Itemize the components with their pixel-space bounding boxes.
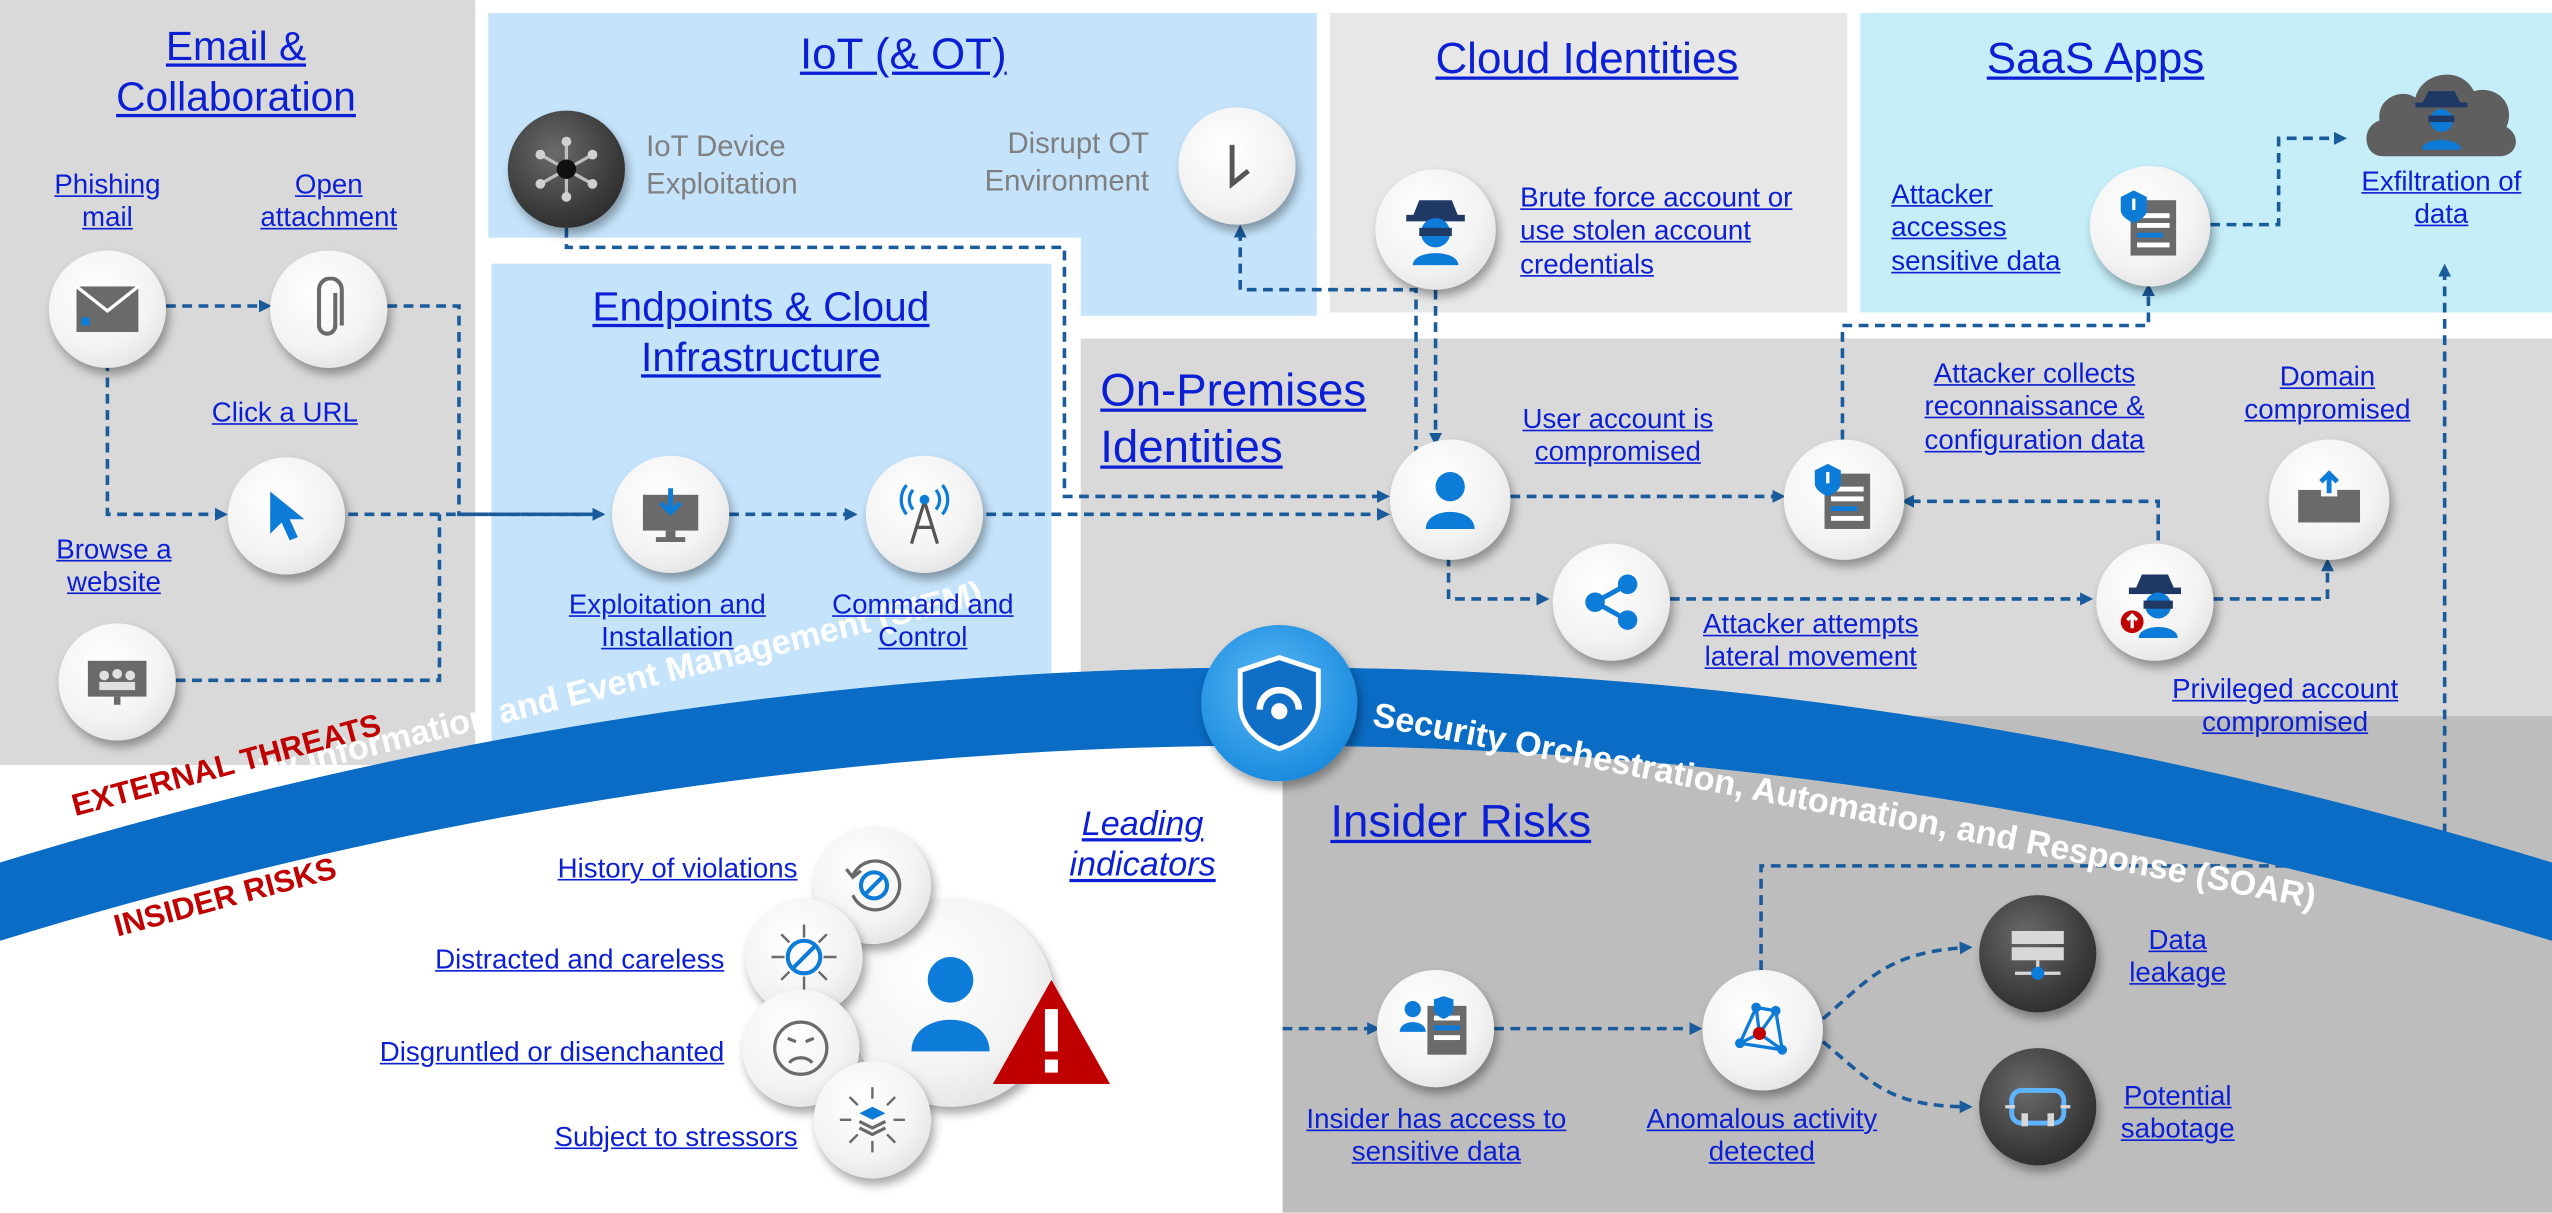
- broken-link-icon: [2005, 1088, 2071, 1127]
- hacker-icon: [1406, 200, 1465, 266]
- domain-compromised-node: [2268, 439, 2390, 560]
- data-leakage-label: Data leakage: [2129, 924, 2227, 989]
- anomalous-node: [1702, 970, 1823, 1091]
- user-compromised-node: [1389, 439, 1511, 560]
- cloud-identities-title: Cloud Identities: [1435, 34, 1739, 84]
- browse-website-node: [58, 623, 176, 741]
- attacker-accesses-label: Attacker accesses sensitive data: [1891, 179, 2061, 277]
- network-hub-icon: [535, 136, 598, 202]
- document-alert-icon: [1814, 463, 1871, 529]
- click-url-node: [227, 457, 346, 575]
- command-control-label: Command and Control: [832, 589, 1014, 654]
- insider-title: Insider Risks: [1330, 795, 1592, 847]
- exfiltration-cloud: [2360, 55, 2523, 162]
- recon-label: Attacker collects reconnaissance & confi…: [1924, 358, 2145, 456]
- gauge-icon: [1229, 144, 1250, 189]
- saas-panel: [1860, 13, 2552, 313]
- sensitive-document-icon: [2120, 190, 2177, 256]
- iot-panel-extension: [1080, 237, 1317, 316]
- user-compromised-label: User account is compromised: [1522, 403, 1714, 468]
- stressors-label: Subject to stressors: [554, 1121, 798, 1153]
- disrupt-ot-label: Disrupt OT Environment: [984, 126, 1150, 198]
- open-attachment-label: Open attachment: [260, 169, 398, 234]
- privileged-account-label: Privileged account compromised: [2172, 673, 2399, 738]
- phishing-mail-label: Phishing mail: [54, 169, 161, 234]
- click-url-label: Click a URL: [211, 397, 358, 429]
- history-label: History of violations: [557, 852, 798, 884]
- data-leakage-node: [1979, 895, 2097, 1013]
- anomalous-label: Anomalous activity detected: [1646, 1103, 1878, 1168]
- phishing-mail-node: [48, 250, 167, 368]
- exploitation-label: Exploitation and Installation: [568, 589, 766, 654]
- insider-access-node: [1376, 970, 1495, 1088]
- frown-icon: [773, 1020, 829, 1076]
- user-document-icon: [1399, 996, 1467, 1055]
- exploitation-node: [611, 455, 730, 573]
- domain-compromised-label: Domain compromised: [2244, 361, 2411, 426]
- iot-device-node: [507, 110, 625, 228]
- privileged-account-node: [2096, 543, 2214, 661]
- disgruntled-label: Disgruntled or disenchanted: [379, 1036, 725, 1068]
- browse-website-label: Browse a website: [56, 533, 172, 598]
- sabotage-node: [1979, 1048, 2097, 1166]
- radio-tower-icon: [899, 483, 950, 545]
- iot-panel: [488, 13, 1317, 238]
- privileged-hacker-icon: [2120, 574, 2181, 639]
- server-leak-icon: [2011, 930, 2064, 980]
- server-upload-icon: [2298, 470, 2361, 523]
- envelope-icon: [75, 285, 140, 333]
- distracted-label: Distracted and careless: [435, 944, 725, 975]
- iot-section-title: IoT (& OT): [799, 29, 1007, 79]
- exfiltration-label: Exfiltration of data: [2361, 166, 2522, 231]
- warning-icon: [990, 977, 1114, 1088]
- disrupt-ot-node: [1178, 107, 1296, 225]
- command-control-node: [865, 455, 984, 573]
- cloud-hacker-icon: [2366, 74, 2516, 157]
- iot-device-label: IoT Device Exploitation: [646, 130, 798, 201]
- brute-force-label: Brute force account or use stolen accoun…: [1520, 182, 1793, 280]
- anomaly-graph-icon: [1735, 1002, 1788, 1055]
- brute-force-node: [1375, 169, 1496, 290]
- stressors-node: [813, 1061, 931, 1179]
- endpoints-title: Endpoints & Cloud Infrastructure: [592, 284, 930, 382]
- sabotage-label: Potential sabotage: [2120, 1080, 2235, 1145]
- history-icon: [845, 859, 902, 912]
- leading-indicators-label: Leading indicators: [1069, 805, 1216, 885]
- email-section-title: Email & Collaboration: [116, 24, 356, 121]
- shield-icon: [1201, 624, 1358, 782]
- paperclip-icon: [316, 276, 344, 336]
- share-icon: [1585, 574, 1638, 630]
- attacker-accesses-node: [2089, 166, 2211, 287]
- person-icon: [911, 957, 990, 1052]
- insider-access-label: Insider has access to sensitive data: [1306, 1103, 1567, 1168]
- lateral-movement-label: Attacker attempts lateral movement: [1703, 608, 1919, 673]
- user-icon: [1425, 472, 1475, 529]
- onprem-title: On-Premises Identities: [1100, 364, 1367, 473]
- insider-panel: [1282, 716, 2552, 1213]
- recon-node: [1783, 439, 1905, 560]
- meeting-icon: [87, 660, 147, 705]
- stress-layers-icon: [839, 1087, 905, 1153]
- lateral-movement-node: [1552, 543, 1670, 661]
- download-monitor-icon: [642, 488, 699, 542]
- cursor-icon: [270, 491, 305, 541]
- open-attachment-node: [270, 250, 388, 368]
- distracted-icon: [771, 924, 837, 990]
- saas-title: SaaS Apps: [1986, 34, 2205, 84]
